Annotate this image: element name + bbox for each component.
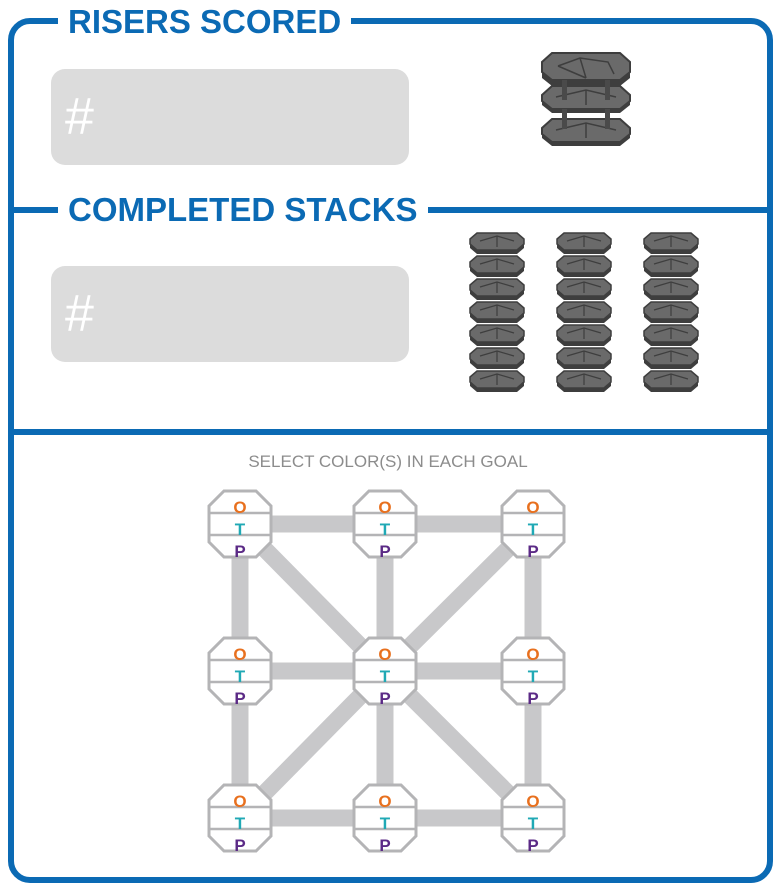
goal-option-label: O [526,792,539,811]
goal-middle-left: OTP [207,636,273,708]
goal-color-option-p[interactable]: P [215,834,265,855]
completed-stack-icon [643,232,699,392]
goal-option-label: T [380,814,391,833]
goal-middle-right: OTP [500,636,566,708]
stack-riser-tier [556,370,612,392]
goal-option-label: P [379,542,390,561]
goal-color-option-p[interactable]: P [215,687,265,708]
stack-riser-tier [556,324,612,346]
goal-option-label: O [526,498,539,517]
stack-riser-tier [469,278,525,300]
stack-riser-tier [469,255,525,277]
goal-color-option-t[interactable]: T [215,518,265,539]
goal-bottom-right: OTP [500,783,566,855]
stack-riser-tier [643,370,699,392]
completed-stacks-input[interactable] [51,266,409,362]
goal-option-label: O [233,792,246,811]
stack-riser-tier [469,370,525,392]
goal-color-option-t[interactable]: T [215,665,265,686]
goal-color-option-t[interactable]: T [215,812,265,833]
goal-color-option-p[interactable]: P [360,834,410,855]
stack-riser-tier [469,347,525,369]
goal-color-option-o[interactable]: O [508,496,558,517]
goal-option-label: P [234,542,245,561]
goal-color-option-o[interactable]: O [508,643,558,664]
risers-scored-input[interactable] [51,69,409,165]
goal-option-label: O [378,792,391,811]
goal-top-center: OTP [352,489,418,561]
goal-option-label: P [379,836,390,855]
goal-option-label: P [527,689,538,708]
goal-color-option-o[interactable]: O [508,790,558,811]
goal-option-label: O [378,498,391,517]
goal-color-option-p[interactable]: P [215,540,265,561]
section-divider [8,429,773,435]
completed-stacks-title: COMPLETED STACKS [58,190,428,230]
goal-color-option-t[interactable]: T [360,665,410,686]
goal-option-label: T [528,667,539,686]
goal-option-label: P [234,689,245,708]
stack-riser-tier [556,255,612,277]
stack-riser-tier [643,232,699,254]
stack-riser-tier [556,232,612,254]
stack-riser-tier [469,324,525,346]
goal-color-option-p[interactable]: P [360,687,410,708]
stack-riser-tier [469,232,525,254]
goal-option-label: O [233,645,246,664]
goal-color-option-p[interactable]: P [360,540,410,561]
goal-option-label: O [526,645,539,664]
goal-color-option-t[interactable]: T [508,518,558,539]
scoresheet-frame [8,18,773,883]
goal-bottom-left: OTP [207,783,273,855]
goal-color-option-o[interactable]: O [215,790,265,811]
goal-option-label: T [528,814,539,833]
goal-top-right: OTP [500,489,566,561]
stack-riser-tier [643,347,699,369]
goal-option-label: T [380,667,391,686]
goal-option-label: T [235,814,246,833]
stack-riser-tier [643,324,699,346]
completed-stack-icon [556,232,612,392]
goal-color-option-o[interactable]: O [360,643,410,664]
goal-color-option-t[interactable]: T [508,665,558,686]
goal-bottom-center: OTP [352,783,418,855]
goal-option-label: P [527,542,538,561]
stack-riser-tier [556,301,612,323]
stack-riser-tier [643,301,699,323]
stack-riser-tier [643,278,699,300]
goal-option-label: T [235,520,246,539]
stack-riser-tier [469,301,525,323]
goal-color-option-o[interactable]: O [360,496,410,517]
goal-option-label: O [378,645,391,664]
goal-color-option-p[interactable]: P [508,834,558,855]
goal-color-option-p[interactable]: P [508,687,558,708]
goal-color-option-o[interactable]: O [360,790,410,811]
goal-instruction: SELECT COLOR(S) IN EACH GOAL [248,452,528,471]
goal-color-option-o[interactable]: O [215,496,265,517]
goal-option-label: P [234,836,245,855]
risers-scored-title: RISERS SCORED [58,2,352,42]
goal-color-option-p[interactable]: P [508,540,558,561]
goal-center: OTP [352,636,418,708]
completed-stacks-icons [469,232,699,392]
stack-riser-tier [556,347,612,369]
single-riser-stack-icon [541,52,631,146]
goal-color-option-o[interactable]: O [215,643,265,664]
goal-option-label: P [379,689,390,708]
goal-option-label: T [528,520,539,539]
goal-option-label: O [233,498,246,517]
completed-stack-icon [469,232,525,392]
goal-color-option-t[interactable]: T [360,812,410,833]
goal-option-label: T [380,520,391,539]
stack-riser-tier [556,278,612,300]
stack-riser-tier [643,255,699,277]
goal-option-label: P [527,836,538,855]
goal-option-label: T [235,667,246,686]
goal-top-left: OTP [207,489,273,561]
goal-color-option-t[interactable]: T [508,812,558,833]
riser-icon-tier [541,52,631,100]
goal-color-option-t[interactable]: T [360,518,410,539]
